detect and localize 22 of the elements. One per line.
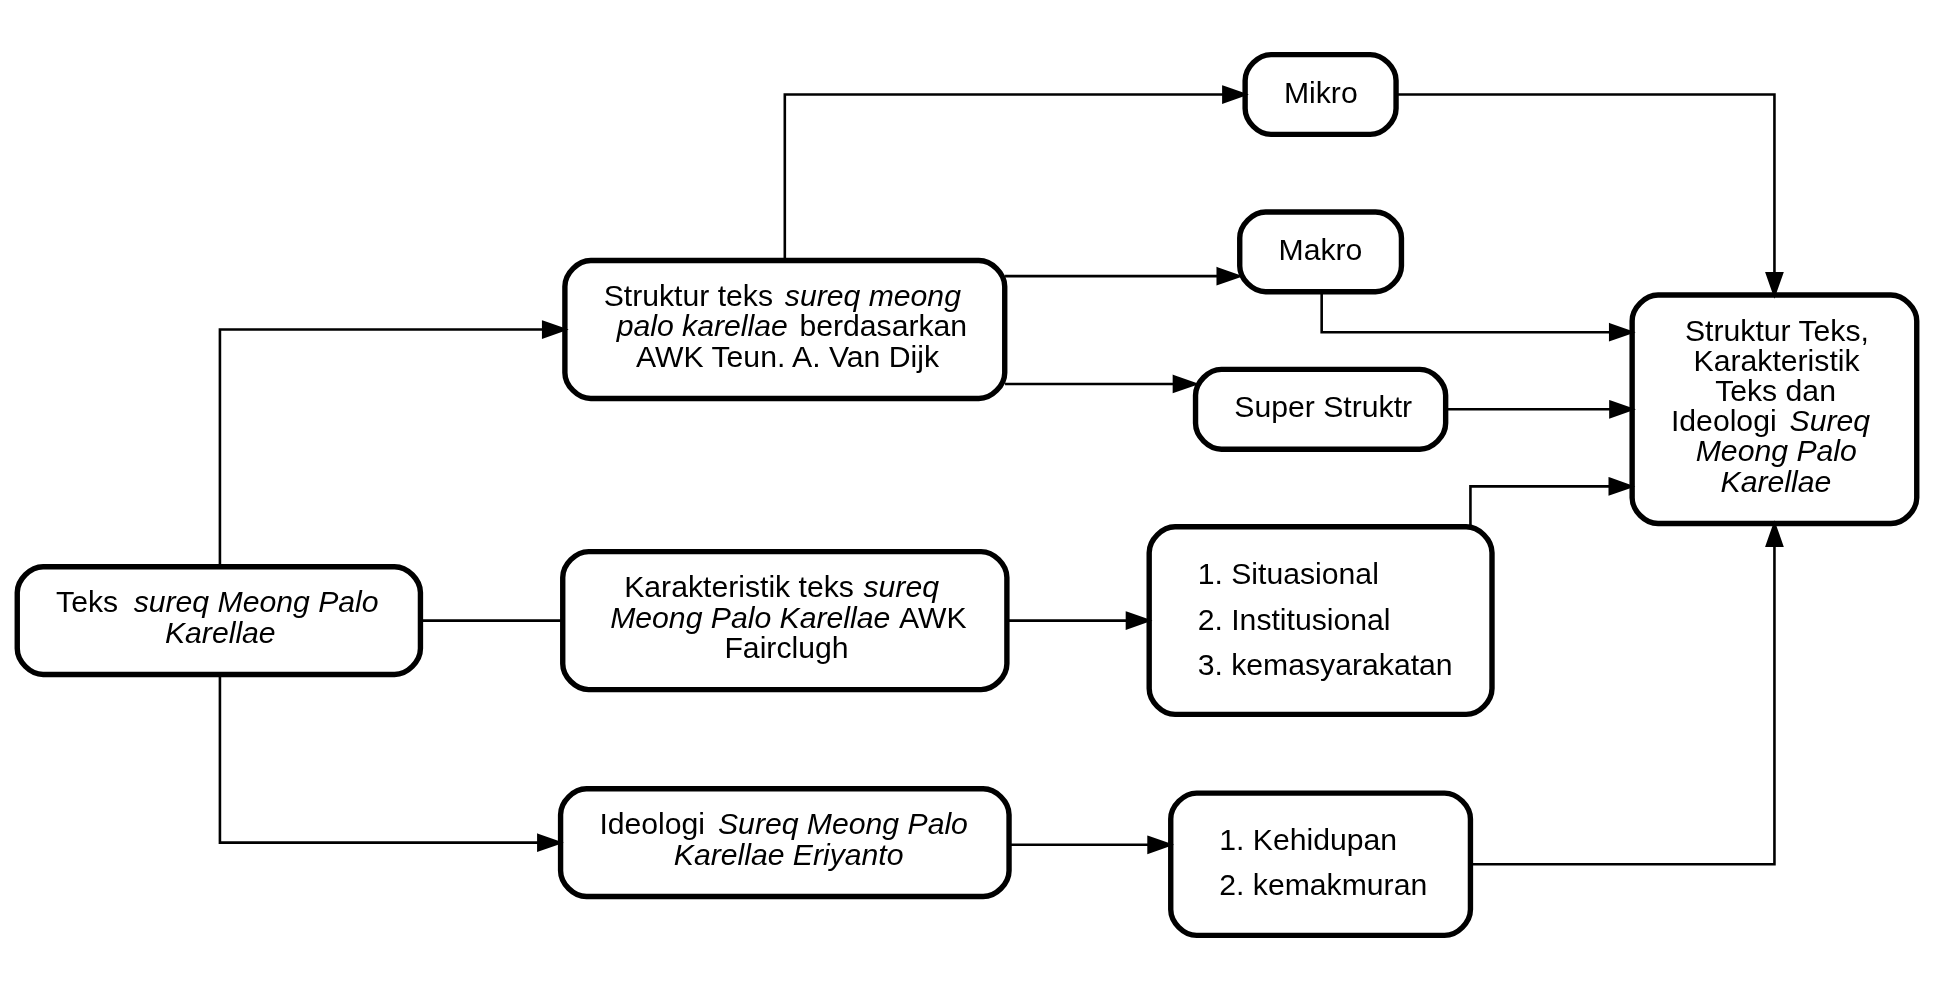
- node-box: Karakteristik teks sureq Meong Palo Karellae AWK Fairclugh: [560, 548, 1010, 693]
- node-box: Ideologi Sureq Meong Palo Karellae Eriyanto: [557, 786, 1012, 900]
- arrow: [1009, 835, 1175, 855]
- arrow: [783, 85, 1249, 261]
- arrow: [1470, 520, 1784, 866]
- node-box: Struktur teks sureq meong palo karellae berdasarkan AWK Teun. A. Van Dijk: [562, 257, 1008, 402]
- arrow: [1469, 477, 1636, 527]
- arrow: [218, 320, 569, 567]
- arrow: [1007, 611, 1153, 630]
- node-box: Struktur Teks, Karakteristik Teks dan Ideologi Sureq Meong Palo Karellae: [1629, 292, 1920, 527]
- node-box: Mikro: [1242, 51, 1399, 138]
- arrow: [1320, 292, 1636, 342]
- node-box: Super Struktr: [1192, 366, 1449, 452]
- connector: [420, 619, 562, 622]
- node-box: Teks sureq Meong Palo Karellae: [14, 564, 424, 678]
- arrow: [1005, 374, 1200, 394]
- node-box: 1. Situasional 2. Institusional 3. kemasyarakatan: [1146, 524, 1495, 718]
- arrow: [1396, 93, 1784, 299]
- node-box: Makro: [1237, 209, 1405, 295]
- arrow: [1445, 399, 1636, 419]
- arrow: [218, 674, 564, 853]
- node-box: 1. Kehidupan 2. kemakmuran: [1168, 790, 1474, 939]
